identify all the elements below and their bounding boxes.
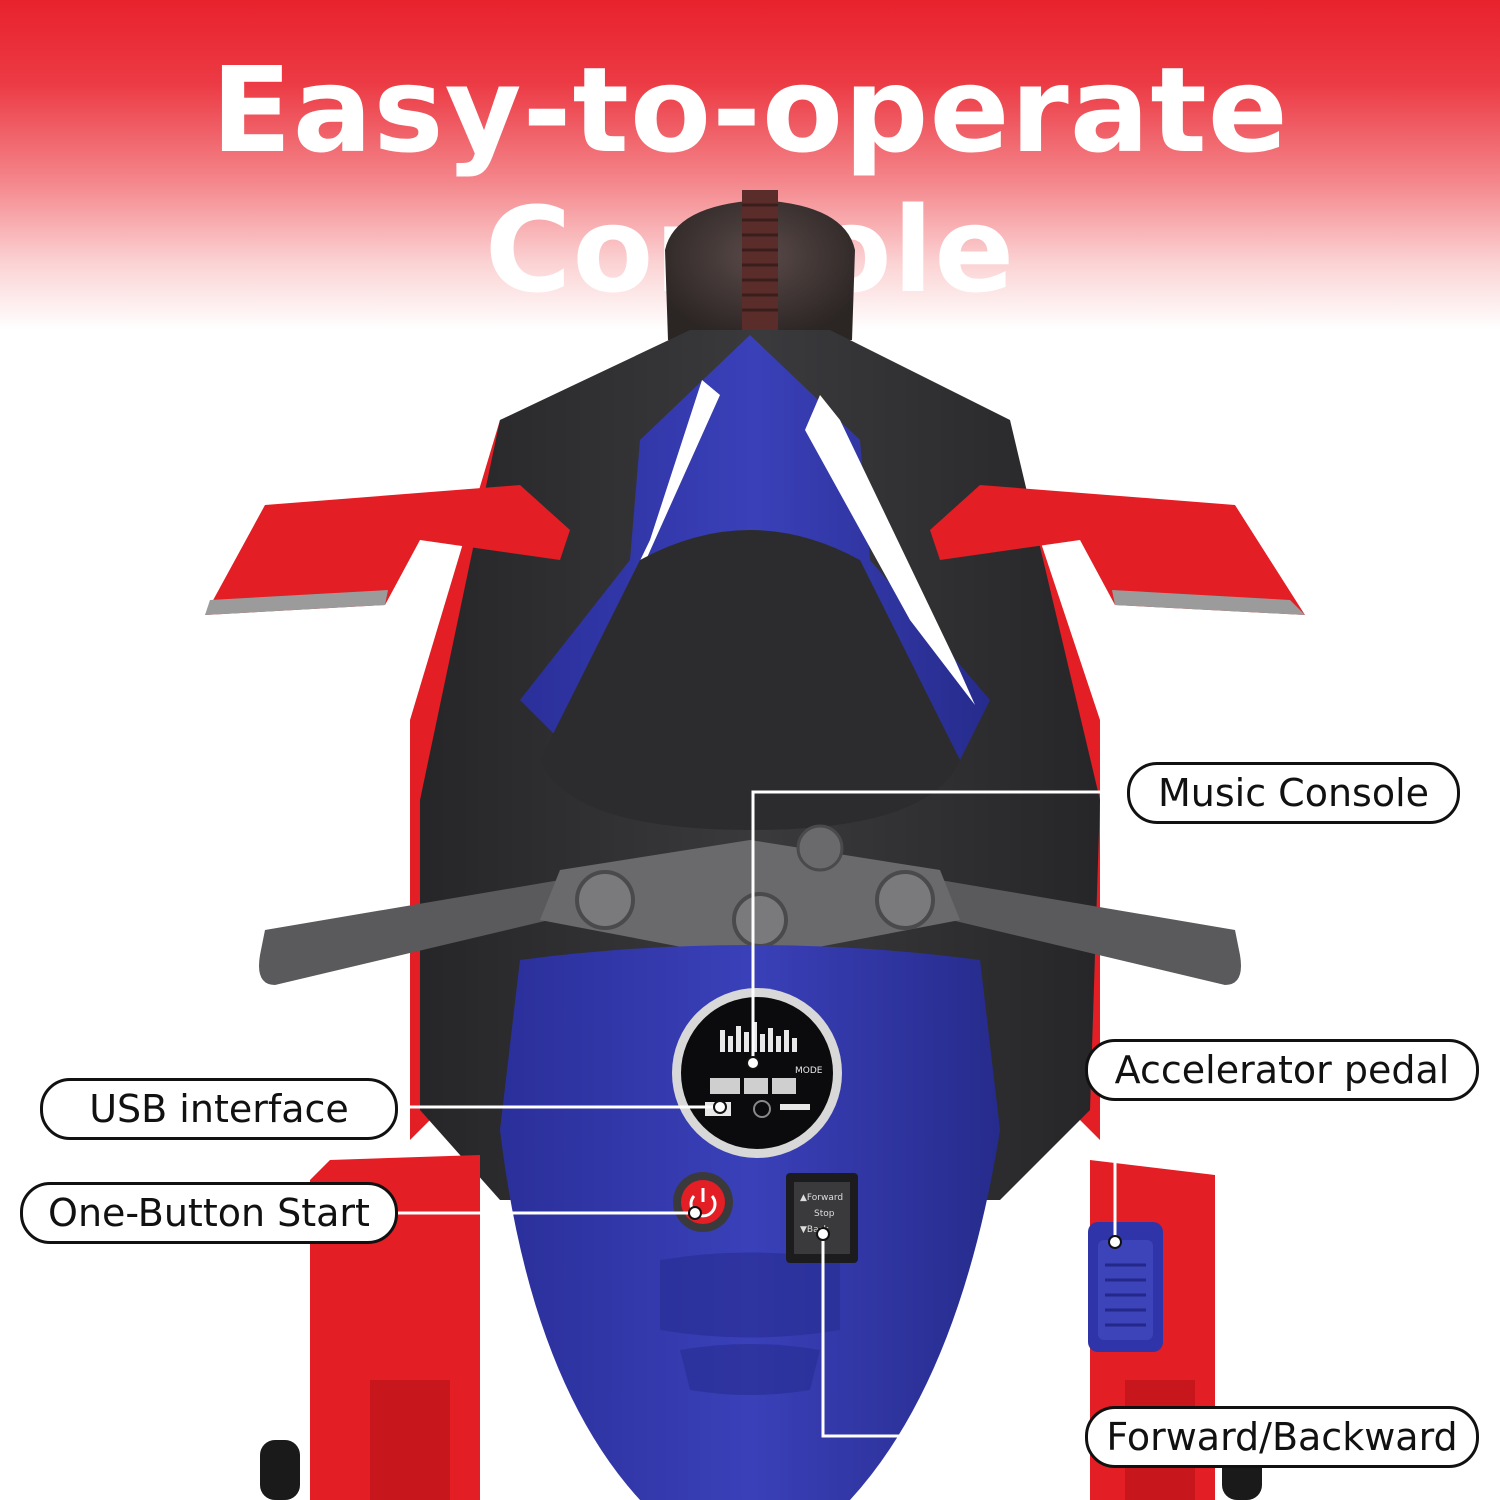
switch-stop-label: Stop xyxy=(814,1209,835,1219)
power-button[interactable] xyxy=(673,1172,733,1232)
accelerator-pedal-callout: Accelerator pedal xyxy=(1085,1039,1479,1101)
rear-lamp xyxy=(665,190,855,340)
switch-back-label: ▼Back xyxy=(800,1225,830,1235)
fuel-tank xyxy=(500,945,1000,1500)
music-console-callout: Music Console xyxy=(1127,762,1460,824)
accelerator-pedal[interactable] xyxy=(1088,1222,1163,1352)
dashboard-mode-label: MODE xyxy=(795,1066,823,1076)
seat-cowl xyxy=(520,335,990,830)
one-button-start-callout: One-Button Start xyxy=(20,1182,398,1244)
left-mirror xyxy=(205,485,570,615)
usb-interface-callout: USB interface xyxy=(40,1078,398,1140)
right-mirror xyxy=(930,485,1305,615)
switch-forward-label: ▲Forward xyxy=(800,1193,843,1203)
forward-backward-callout: Forward/Backward xyxy=(1085,1406,1479,1468)
dashboard-display: MODE xyxy=(672,988,842,1158)
handlebar xyxy=(259,824,1241,985)
left-wheel xyxy=(260,1440,300,1500)
page-title: Easy-to-operate Console xyxy=(211,41,1289,319)
